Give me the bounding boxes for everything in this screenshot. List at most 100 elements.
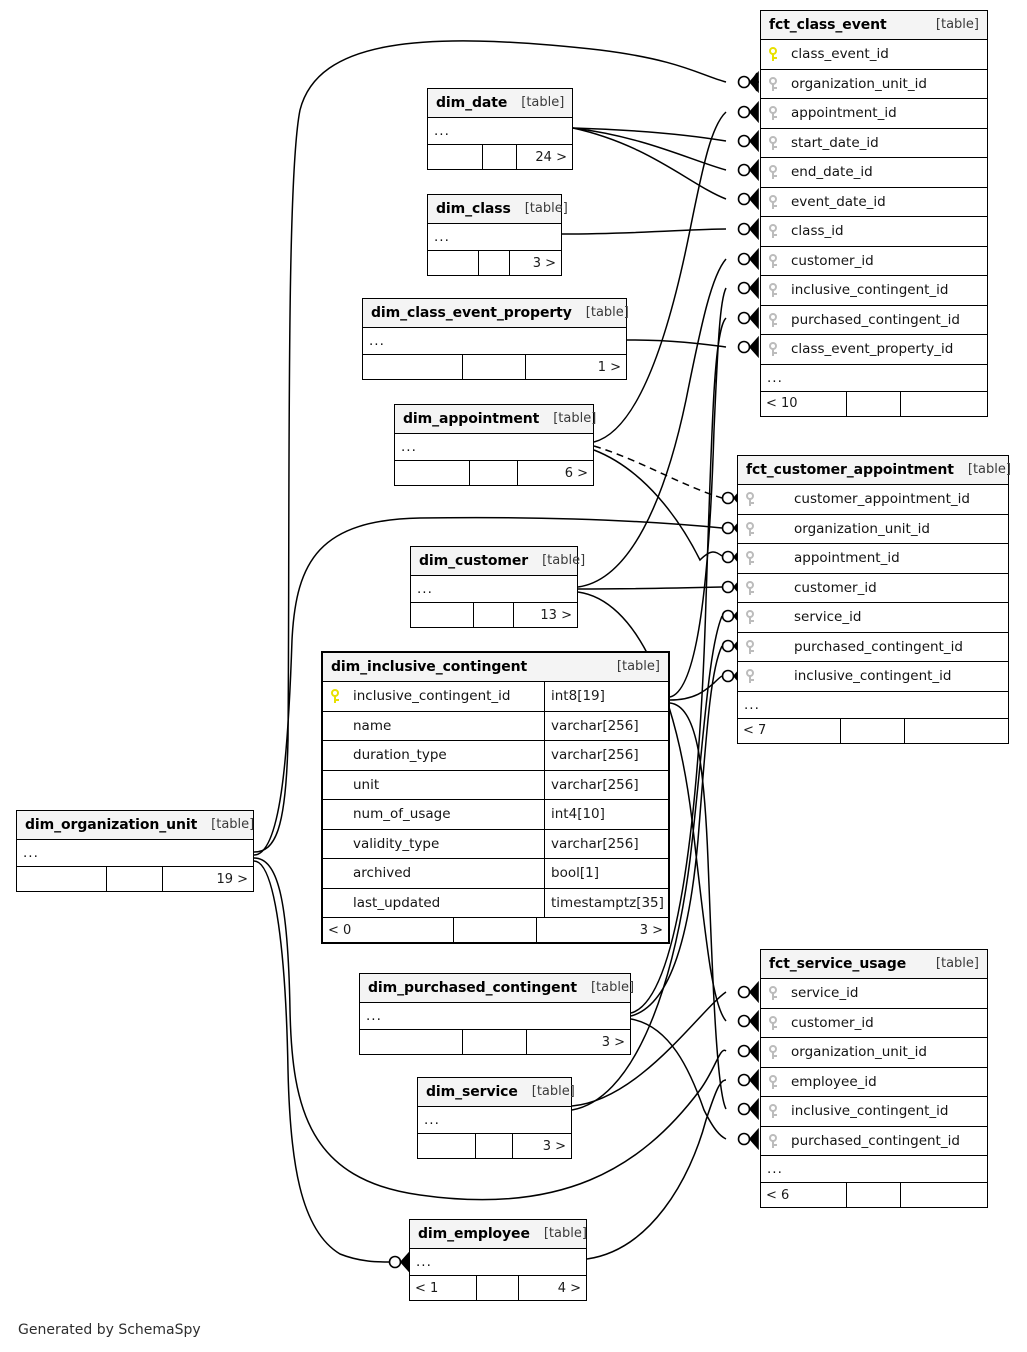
edge-inclusive-to-class-event	[669, 287, 727, 698]
table-header-dim_class[interactable]: dim_class[table]	[428, 195, 568, 224]
table-row[interactable]: inclusive_contingent_id	[738, 662, 1008, 692]
edge-inclusive-to-cust-appt	[669, 675, 723, 701]
table-header-dim_date[interactable]: dim_date[table]	[428, 89, 572, 118]
table-header-dim_service[interactable]: dim_service[table]	[418, 1078, 575, 1107]
column-name: organization_unit_id	[791, 75, 927, 92]
key-glyph-foreign	[768, 106, 780, 121]
table-header-fct_customer_appointment[interactable]: fct_customer_appointment[table]	[738, 456, 1011, 485]
foreign-key-icon	[761, 283, 787, 298]
table-row[interactable]: customer_id	[761, 246, 987, 276]
table-header-dim_inclusive_contingent[interactable]: dim_inclusive_contingent[table]	[323, 653, 668, 682]
column-name: appointment_id	[791, 105, 897, 122]
table-row[interactable]: class_event_id	[761, 40, 987, 70]
table-dim_customer[interactable]: dim_customer[table]...13 >	[410, 546, 585, 628]
table-row[interactable]: customer_id	[738, 573, 1008, 603]
footer-right-count	[901, 392, 987, 416]
table-dim_class_event_property[interactable]: dim_class_event_property[table]...1 >	[362, 298, 629, 380]
foreign-key-icon	[761, 312, 787, 327]
column-name: event_date_id	[791, 193, 886, 210]
table-row[interactable]: customer_id	[761, 1008, 987, 1038]
table-row[interactable]: purchased_contingent_id	[738, 632, 1008, 662]
key-glyph-foreign	[745, 551, 757, 566]
foreign-key-icon	[761, 1133, 787, 1148]
footer-right-count: 4 >	[557, 1280, 581, 1296]
table-dim_inclusive_contingent[interactable]: dim_inclusive_contingent[table]inclusive…	[321, 651, 670, 944]
key-glyph-foreign	[745, 669, 757, 684]
more-columns-ellipsis: ...	[428, 224, 561, 251]
table-row[interactable]: purchased_contingent_id	[761, 1126, 987, 1156]
column-name: duration_type	[353, 747, 447, 764]
table-row[interactable]: end_date_id	[761, 158, 987, 188]
table-row[interactable]: purchased_contingent_id	[761, 305, 987, 335]
table-row[interactable]: start_date_id	[761, 128, 987, 158]
table-dim_class[interactable]: dim_class[table]...3 >	[427, 194, 568, 276]
table-dim_appointment[interactable]: dim_appointment[table]...6 >	[394, 404, 596, 486]
footer-right-count: 3 >	[639, 922, 663, 938]
column-name: service_id	[794, 609, 862, 626]
table-header-dim_employee[interactable]: dim_employee[table]	[410, 1220, 587, 1249]
table-row[interactable]: organization_unit_id	[761, 69, 987, 99]
table-footer: 3 >	[360, 1030, 630, 1054]
footer-middle-count	[463, 355, 527, 379]
table-header-dim_organization_unit[interactable]: dim_organization_unit[table]	[17, 811, 254, 840]
table-row[interactable]: customer_appointment_id	[738, 485, 1008, 515]
column-name: start_date_id	[791, 134, 879, 151]
table-row[interactable]: event_date_id	[761, 187, 987, 217]
table-row[interactable]: class_event_property_id	[761, 335, 987, 365]
table-row[interactable]: appointment_id	[761, 99, 987, 129]
table-header-dim_purchased_contingent[interactable]: dim_purchased_contingent[table]	[360, 974, 634, 1003]
table-row[interactable]: organization_unit_id	[761, 1038, 987, 1068]
column-name: customer_id	[791, 252, 874, 269]
table-row[interactable]: inclusive_contingent_id	[761, 276, 987, 306]
table-row[interactable]: service_id	[738, 603, 1008, 633]
key-glyph-primary	[330, 689, 342, 704]
table-row[interactable]: class_id	[761, 217, 987, 247]
edge-customer-to-cust-appt	[577, 586, 723, 590]
footer-right-count: 24 >	[535, 149, 567, 165]
table-row[interactable]: inclusive_contingent_id	[761, 1097, 987, 1127]
table-type-tag: [table]	[542, 553, 586, 568]
table-header-dim_appointment[interactable]: dim_appointment[table]	[395, 405, 596, 434]
table-row[interactable]: service_id	[761, 979, 987, 1009]
table-header-fct_service_usage[interactable]: fct_service_usage[table]	[761, 950, 987, 979]
more-columns-ellipsis: ...	[395, 434, 593, 461]
table-header-dim_customer[interactable]: dim_customer[table]	[411, 547, 585, 576]
table-row[interactable]: appointment_id	[738, 544, 1008, 574]
table-dim_organization_unit[interactable]: dim_organization_unit[table]...19 >	[16, 810, 254, 892]
foreign-key-icon	[761, 342, 787, 357]
footer-left-count	[418, 1134, 477, 1158]
table-header-dim_class_event_property[interactable]: dim_class_event_property[table]	[363, 299, 629, 328]
table-fct_customer_appointment[interactable]: fct_customer_appointment[table]customer_…	[737, 455, 1011, 744]
table-header-fct_class_event[interactable]: fct_class_event[table]	[761, 11, 987, 40]
table-row[interactable]: organization_unit_id	[738, 514, 1008, 544]
table-footer: 1 >	[363, 355, 626, 379]
more-columns-ellipsis: ...	[363, 328, 626, 355]
table-dim_service[interactable]: dim_service[table]...3 >	[417, 1077, 575, 1159]
foreign-key-icon	[761, 224, 787, 239]
foreign-key-icon	[761, 1045, 787, 1060]
column-name: unit	[353, 776, 380, 793]
table-dim_purchased_contingent[interactable]: dim_purchased_contingent[table]...3 >	[359, 973, 634, 1055]
table-title: dim_class	[436, 200, 511, 217]
table-dim_date[interactable]: dim_date[table]...24 >	[427, 88, 573, 170]
footer-middle-count	[841, 718, 906, 743]
key-glyph-foreign	[768, 135, 780, 150]
table-footer: < 6	[761, 1183, 987, 1207]
table-row[interactable]: employee_id	[761, 1067, 987, 1097]
table-title: dim_employee	[418, 1225, 530, 1242]
key-glyph-foreign	[768, 312, 780, 327]
more-columns-ellipsis: ...	[411, 576, 577, 603]
